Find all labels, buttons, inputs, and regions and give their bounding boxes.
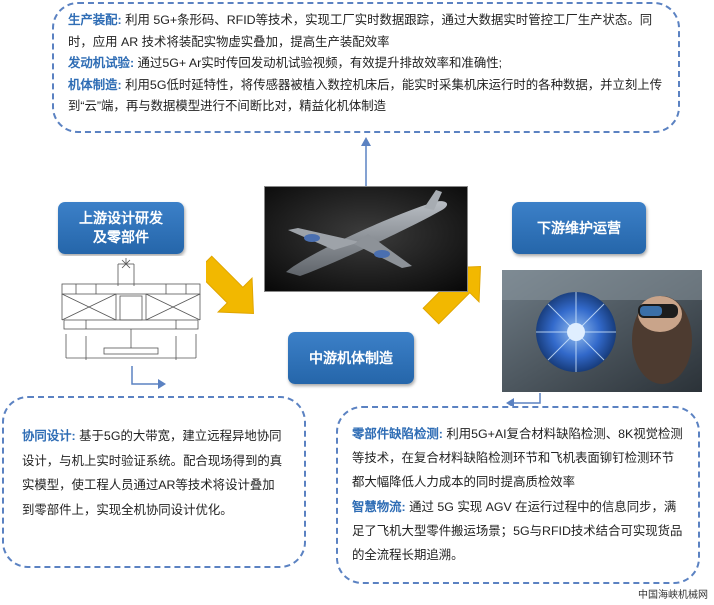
downstream-stage-label: 下游维护运营 — [512, 202, 646, 254]
collaborative-design-paragraph: 协同设计: 基于5G的大带宽，建立远程异地协同设计，与机上实时验证系统。配合现场… — [22, 424, 286, 522]
midstream-stage-label: 中游机体制造 — [288, 332, 414, 384]
production-assembly-paragraph: 生产装配: 利用 5G+条形码、RFID等技术，实现工厂实时数据跟踪，通过大数据… — [68, 10, 664, 53]
smart-logistics-paragraph: 智慧物流: 通过 5G 实现 AGV 在运行过程中的信息同步，满足了飞机大型零件… — [352, 495, 684, 568]
airframe-manufacturing-label: 机体制造: — [68, 77, 122, 92]
engine-test-paragraph: 发动机试验: 通过5G+ Ar实时传回发动机试验视频，有效提升排故效率和准确性; — [68, 53, 664, 75]
biplane-sketch-image — [56, 256, 206, 366]
engine-test-text: 通过5G+ Ar实时传回发动机试验视频，有效提升排故效率和准确性; — [134, 56, 503, 70]
source-credit: 中国海峡机械网 — [638, 590, 708, 601]
ar-inspection-image — [502, 270, 702, 392]
midstream-stage-text: 中游机体制造 — [309, 349, 393, 366]
smart-logistics-label: 智慧物流: — [352, 499, 406, 514]
collaborative-design-label: 协同设计: — [22, 429, 76, 443]
engine-test-label: 发动机试验: — [68, 56, 135, 70]
downstream-info-box: 零部件缺陷检测: 利用5G+AI复合材料缺陷检测、8K视觉检测等技术，在复合材料… — [336, 406, 700, 584]
airplane-render-image — [264, 186, 468, 292]
top-info-box: 生产装配: 利用 5G+条形码、RFID等技术，实现工厂实时数据跟踪，通过大数据… — [52, 2, 680, 133]
production-assembly-text: 利用 5G+条形码、RFID等技术，实现工厂实时数据跟踪，通过大数据实时管控工厂… — [68, 13, 653, 49]
production-assembly-label: 生产装配: — [68, 13, 122, 27]
downstream-stage-text: 下游维护运营 — [537, 219, 621, 236]
defect-detection-paragraph: 零部件缺陷检测: 利用5G+AI复合材料缺陷检测、8K视觉检测等技术，在复合材料… — [352, 422, 684, 495]
upstream-stage-text: 上游设计研发及零部件 — [79, 210, 163, 245]
upstream-stage-label: 上游设计研发及零部件 — [58, 202, 184, 254]
defect-detection-text: 利用5G+AI复合材料缺陷检测、8K视觉检测等技术，在复合材料缺陷检测环节和飞机… — [352, 427, 683, 490]
defect-detection-label: 零部件缺陷检测: — [352, 427, 443, 441]
collaborative-design-text: 基于5G的大带宽，建立远程异地协同设计，与机上实时验证系统。配合现场得到的真实模… — [22, 429, 283, 517]
smart-logistics-text: 通过 5G 实现 AGV 在运行过程中的信息同步，满足了飞机大型零件搬运场景；5… — [352, 499, 683, 563]
airframe-manufacturing-paragraph: 机体制造: 利用5G低时延特性，将传感器被植入数控机床后，能实时采集机床运行时的… — [68, 75, 664, 118]
collaborative-design-box: 协同设计: 基于5G的大带宽，建立远程异地协同设计，与机上实时验证系统。配合现场… — [2, 396, 306, 568]
airframe-manufacturing-text: 利用5G低时延特性，将传感器被植入数控机床后，能实时采集机床运行时的各种数据，并… — [68, 77, 663, 114]
